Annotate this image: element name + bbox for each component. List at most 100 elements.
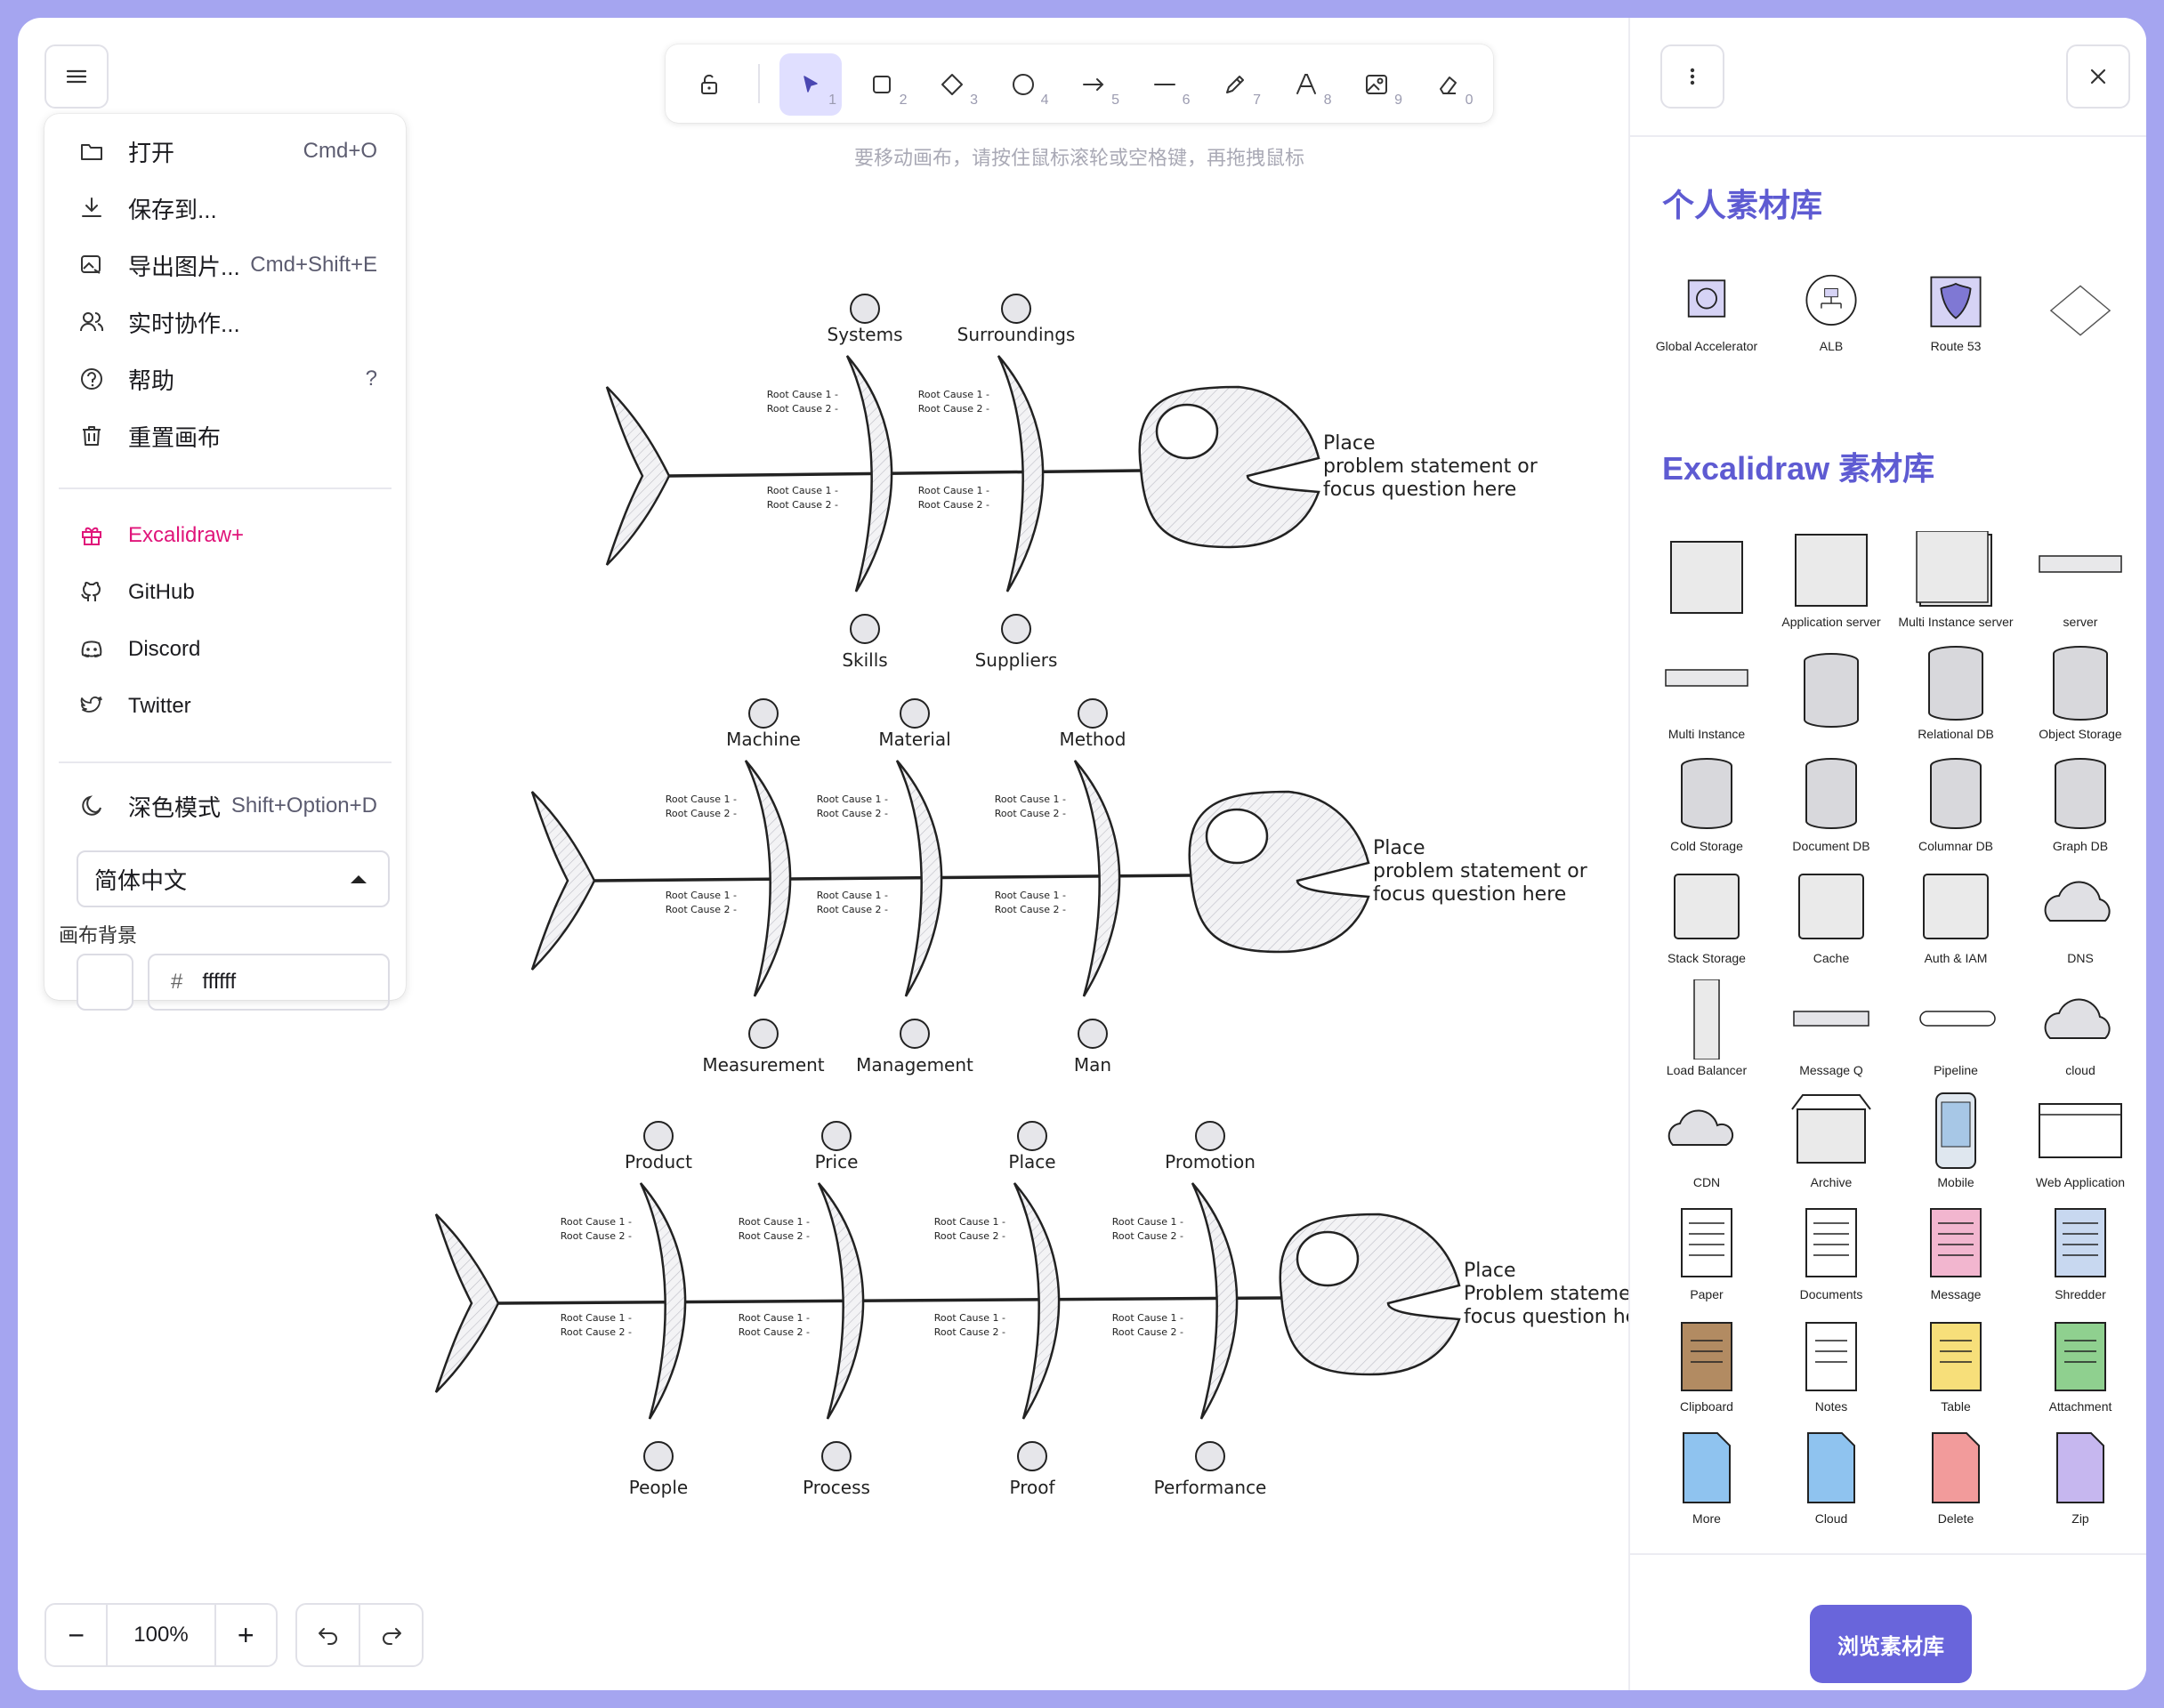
library-item[interactable]: Documents: [1778, 1199, 1885, 1306]
library-item[interactable]: Message: [1902, 1199, 2009, 1306]
library-item[interactable]: Cold Storage: [1653, 751, 1760, 858]
category-label: Product: [625, 1151, 692, 1172]
library-item[interactable]: Attachment: [2027, 1311, 2134, 1418]
library-item[interactable]: Mobile: [1902, 1087, 2009, 1194]
library-item-thumbnail: [1789, 755, 1874, 835]
root-cause-label: Root Cause 2 -: [767, 403, 838, 415]
text-tool[interactable]: 8: [1275, 53, 1337, 116]
canvas-background-input[interactable]: # ffffff: [148, 954, 390, 1011]
close-library-button[interactable]: [2066, 44, 2130, 109]
library-item[interactable]: [1778, 639, 1885, 745]
library-item-thumbnail: [1664, 1092, 1749, 1172]
library-item-label: Clipboard: [1680, 1399, 1733, 1414]
language-select[interactable]: 简体中文: [77, 850, 390, 907]
library-item[interactable]: Pipeline: [1902, 975, 2009, 1082]
menu-item-shortcut: Cmd+O: [303, 139, 377, 163]
menu-item-2[interactable]: 保存到...: [59, 183, 392, 233]
category-label: Price: [815, 1151, 859, 1172]
diamond-tool[interactable]: 3: [921, 53, 983, 116]
tool-shortcut: 6: [1182, 93, 1191, 108]
library-item[interactable]: Delete: [1902, 1423, 2009, 1530]
library-item[interactable]: Application server: [1778, 527, 1885, 633]
menu-item-5[interactable]: 帮助?: [59, 354, 392, 404]
rectangle-icon: [868, 71, 895, 98]
root-cause-label: Root Cause 1 -: [666, 890, 737, 901]
ellipse-tool[interactable]: 4: [992, 53, 1054, 116]
root-cause-label: Root Cause 1 -: [561, 1216, 632, 1228]
menu-item-shortcut: Cmd+Shift+E: [250, 253, 377, 277]
root-cause-label: Root Cause 1 -: [767, 389, 838, 400]
category-label: Measurement: [702, 1054, 824, 1076]
root-cause-label: Root Cause 2 -: [918, 499, 989, 511]
arrow-tool[interactable]: 5: [1062, 53, 1125, 116]
personal-library-item[interactable]: Route 53: [1902, 260, 2009, 367]
root-cause-label: Root Cause 2 -: [995, 808, 1066, 819]
library-item[interactable]: Zip: [2027, 1423, 2134, 1530]
library-item[interactable]: Graph DB: [2027, 751, 2134, 858]
library-item[interactable]: Columnar DB: [1902, 751, 2009, 858]
link-3[interactable]: Discord: [59, 624, 392, 674]
library-item[interactable]: More: [1653, 1423, 1760, 1530]
library-item[interactable]: Auth & IAM: [1902, 863, 2009, 970]
redo-button[interactable]: [360, 1605, 422, 1665]
canvas-drawing[interactable]: Root Cause 1 - Root Cause 2 - Root Cause 1…: [409, 240, 1630, 1521]
library-item[interactable]: Stack Storage: [1653, 863, 1760, 970]
library-item[interactable]: Document DB: [1778, 751, 1885, 858]
menu-item-3[interactable]: 导出图片...Cmd+Shift+E: [59, 240, 392, 290]
zoom-level[interactable]: 100%: [133, 1623, 189, 1647]
zoom-in-button[interactable]: +: [214, 1605, 276, 1665]
library-item[interactable]: cloud: [2027, 975, 2134, 1082]
library-item[interactable]: [1653, 527, 1760, 633]
library-item[interactable]: Multi Instance: [1653, 639, 1760, 745]
selection-tool[interactable]: 1: [779, 53, 842, 116]
undo-button[interactable]: [297, 1605, 360, 1665]
library-item[interactable]: Archive: [1778, 1087, 1885, 1194]
line-tool[interactable]: 6: [1134, 53, 1196, 116]
library-item[interactable]: Shredder: [2027, 1199, 2134, 1306]
personal-library-item[interactable]: ALB: [1778, 260, 1885, 367]
library-item[interactable]: Table: [1902, 1311, 2009, 1418]
link-2[interactable]: GitHub: [59, 568, 392, 617]
library-item[interactable]: Object Storage: [2027, 639, 2134, 745]
library-item[interactable]: Message Q: [1778, 975, 1885, 1082]
library-item[interactable]: Cloud: [1778, 1423, 1885, 1530]
library-item[interactable]: Cache: [1778, 863, 1885, 970]
category-label: Surroundings: [957, 324, 1076, 345]
lock-button[interactable]: [678, 53, 740, 116]
library-item[interactable]: Paper: [1653, 1199, 1760, 1306]
canvas-background-swatch[interactable]: [77, 954, 133, 1011]
fishbone-diagram[interactable]: Root Cause 1 - Root Cause 2 - Root Cause 1…: [530, 698, 1588, 1076]
browse-library-button[interactable]: 浏览素材库: [1810, 1605, 1972, 1683]
dark-mode-toggle[interactable]: 深色模式 Shift+Option+D: [59, 781, 392, 831]
library-item[interactable]: DNS: [2027, 863, 2134, 970]
fish-spine: [497, 1296, 1282, 1305]
library-item[interactable]: Clipboard: [1653, 1311, 1760, 1418]
main-menu-button[interactable]: [44, 44, 109, 109]
library-item[interactable]: server: [2027, 527, 2134, 633]
library-item[interactable]: Multi Instance server: [1898, 527, 2014, 633]
pencil-tool[interactable]: 7: [1204, 53, 1266, 116]
menu-item-6[interactable]: 重置画布: [59, 411, 392, 461]
zoom-out-button[interactable]: −: [46, 1605, 109, 1665]
fishbone-diagram[interactable]: Root Cause 1 -Root Cause 2 -Root Cause 1…: [605, 294, 1538, 671]
library-item[interactable]: Relational DB: [1902, 639, 2009, 745]
fish-bone: [997, 355, 1045, 592]
library-item[interactable]: CDN: [1653, 1087, 1760, 1194]
link-1[interactable]: Excalidraw+: [59, 511, 392, 560]
image-tool[interactable]: 9: [1345, 53, 1408, 116]
personal-library-item[interactable]: Global Accelerator: [1653, 260, 1760, 367]
rectangle-tool[interactable]: 2: [851, 53, 913, 116]
eraser-tool[interactable]: 0: [1417, 53, 1479, 116]
link-4[interactable]: Twitter: [59, 681, 392, 731]
menu-item-4[interactable]: 实时协作...: [59, 297, 392, 347]
personal-library-item[interactable]: [2027, 260, 2134, 367]
library-more-button[interactable]: [1660, 44, 1724, 109]
root-cause-label: Root Cause 1 -: [817, 890, 888, 901]
library-item[interactable]: Notes: [1778, 1311, 1885, 1418]
library-item[interactable]: Load Balancer: [1653, 975, 1760, 1082]
fishbone-diagram[interactable]: Root Cause 1 -Root Cause 2 -Root Cause 1…: [434, 1121, 1630, 1498]
category-label: Systems: [828, 324, 903, 345]
library-item[interactable]: Web Application: [2027, 1087, 2134, 1194]
library-item-thumbnail: [1913, 1092, 1998, 1172]
